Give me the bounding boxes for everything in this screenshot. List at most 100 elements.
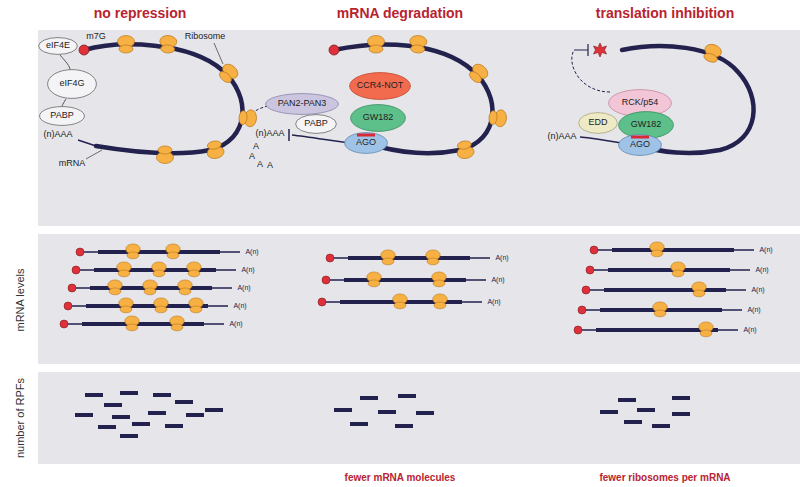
protein-label: PABP bbox=[50, 111, 73, 121]
rpf-fragment bbox=[112, 415, 130, 419]
ribosome bbox=[393, 294, 407, 309]
small-subunit bbox=[382, 258, 394, 265]
small-subunit bbox=[427, 258, 439, 265]
small-subunit bbox=[153, 270, 165, 277]
rpf-fragment bbox=[98, 425, 116, 429]
small-subunit bbox=[217, 70, 233, 85]
rpf-fragment bbox=[378, 410, 396, 414]
ribosome bbox=[205, 140, 225, 160]
protein-complex: eIF4E bbox=[38, 37, 78, 55]
small-subunit bbox=[394, 302, 406, 309]
row-heading: number of RPFs bbox=[14, 378, 26, 458]
ribosome bbox=[108, 280, 122, 295]
cap bbox=[594, 43, 607, 57]
cap bbox=[590, 246, 598, 254]
ribosome bbox=[126, 244, 140, 259]
released-adenine: A bbox=[267, 161, 273, 171]
coding-line bbox=[604, 288, 726, 292]
panel bbox=[38, 30, 800, 226]
mirna bbox=[631, 136, 649, 139]
complex-shape bbox=[351, 105, 406, 132]
coding-line bbox=[608, 268, 730, 272]
poly-a-label: A(n) bbox=[751, 286, 764, 294]
mrna-rows bbox=[60, 246, 754, 334]
cap bbox=[60, 320, 68, 328]
rpf-fragment bbox=[395, 424, 413, 428]
poly-a-label: A(n) bbox=[759, 246, 772, 254]
rpf-fragment bbox=[165, 424, 183, 428]
complex-shape bbox=[619, 112, 674, 139]
poly-a-label: A(n) bbox=[755, 266, 768, 274]
rpf-fragment bbox=[120, 434, 138, 438]
small-subunit bbox=[651, 250, 663, 257]
mrna-molecule bbox=[586, 266, 750, 274]
ribosome bbox=[692, 282, 706, 297]
small-subunit bbox=[160, 44, 175, 53]
protein-complex: PABP bbox=[39, 106, 85, 126]
leader-line bbox=[214, 43, 223, 64]
coding-line bbox=[612, 248, 734, 252]
small-subunit bbox=[167, 252, 179, 259]
rpf-fragment bbox=[652, 424, 670, 428]
dashed-inhibition bbox=[572, 50, 610, 92]
ribosome bbox=[118, 36, 135, 54]
utr-line bbox=[590, 289, 746, 290]
protein-label: PAN2-PAN3 bbox=[278, 99, 327, 109]
ribosome-label: Ribosome bbox=[185, 32, 226, 42]
ribosome bbox=[701, 42, 723, 64]
small-subunit bbox=[433, 280, 445, 287]
mrna-strand bbox=[622, 46, 754, 153]
mrna-label: mRNA bbox=[59, 159, 86, 169]
cap bbox=[329, 45, 339, 55]
ribosome bbox=[426, 250, 440, 265]
poly-a-label: A(n) bbox=[237, 284, 250, 292]
rpf-fragment bbox=[153, 393, 171, 397]
ribosome bbox=[154, 298, 168, 313]
poly-a-label: A(n) bbox=[487, 298, 500, 306]
row-heading: mRNA levels bbox=[14, 269, 26, 332]
small-subunit bbox=[654, 310, 666, 317]
released-adenine: A bbox=[257, 160, 263, 170]
column-heading: mRNA degradation bbox=[337, 6, 463, 21]
ribosome bbox=[650, 242, 664, 257]
cap-label: m7G bbox=[86, 32, 106, 42]
cap bbox=[68, 284, 76, 292]
ribosome bbox=[187, 262, 201, 277]
complex-shape bbox=[350, 73, 411, 100]
complex-shape bbox=[296, 115, 337, 134]
utr-line bbox=[72, 305, 228, 306]
protein-complex: GW182 bbox=[350, 104, 406, 132]
poly-a-label: A(n) bbox=[495, 254, 508, 262]
cap bbox=[578, 306, 586, 314]
small-subunit bbox=[488, 110, 497, 125]
small-subunit bbox=[190, 306, 202, 313]
poly-a-label: A(n) bbox=[241, 266, 254, 274]
ribosome bbox=[166, 244, 180, 259]
ribosome bbox=[152, 262, 166, 277]
mrna-molecule bbox=[582, 286, 746, 294]
small-subunit bbox=[127, 252, 139, 259]
utr-line bbox=[84, 251, 240, 252]
small-subunit bbox=[155, 306, 167, 313]
small-subunit bbox=[703, 52, 719, 64]
protein-complex: AGO bbox=[344, 132, 388, 154]
ribosome bbox=[488, 109, 507, 127]
ribosome bbox=[178, 280, 192, 295]
rpf-fragment bbox=[334, 408, 352, 412]
small-subunit bbox=[126, 324, 138, 331]
small-subunit bbox=[207, 140, 222, 150]
rpf-fragment bbox=[398, 394, 416, 398]
rpf-fragment bbox=[672, 412, 690, 416]
mirna bbox=[357, 134, 375, 137]
small-subunit bbox=[179, 288, 191, 295]
mrna-strand bbox=[334, 45, 493, 154]
ribosome bbox=[455, 140, 475, 160]
ribosome bbox=[238, 109, 257, 127]
protein-complex: AGO bbox=[618, 134, 662, 156]
cap bbox=[76, 248, 84, 256]
rpf-fragment bbox=[624, 420, 642, 424]
protein-complex: eIF4G bbox=[47, 69, 97, 99]
complex-shape bbox=[619, 135, 662, 156]
rpf-group bbox=[75, 391, 690, 438]
cap bbox=[322, 276, 330, 284]
